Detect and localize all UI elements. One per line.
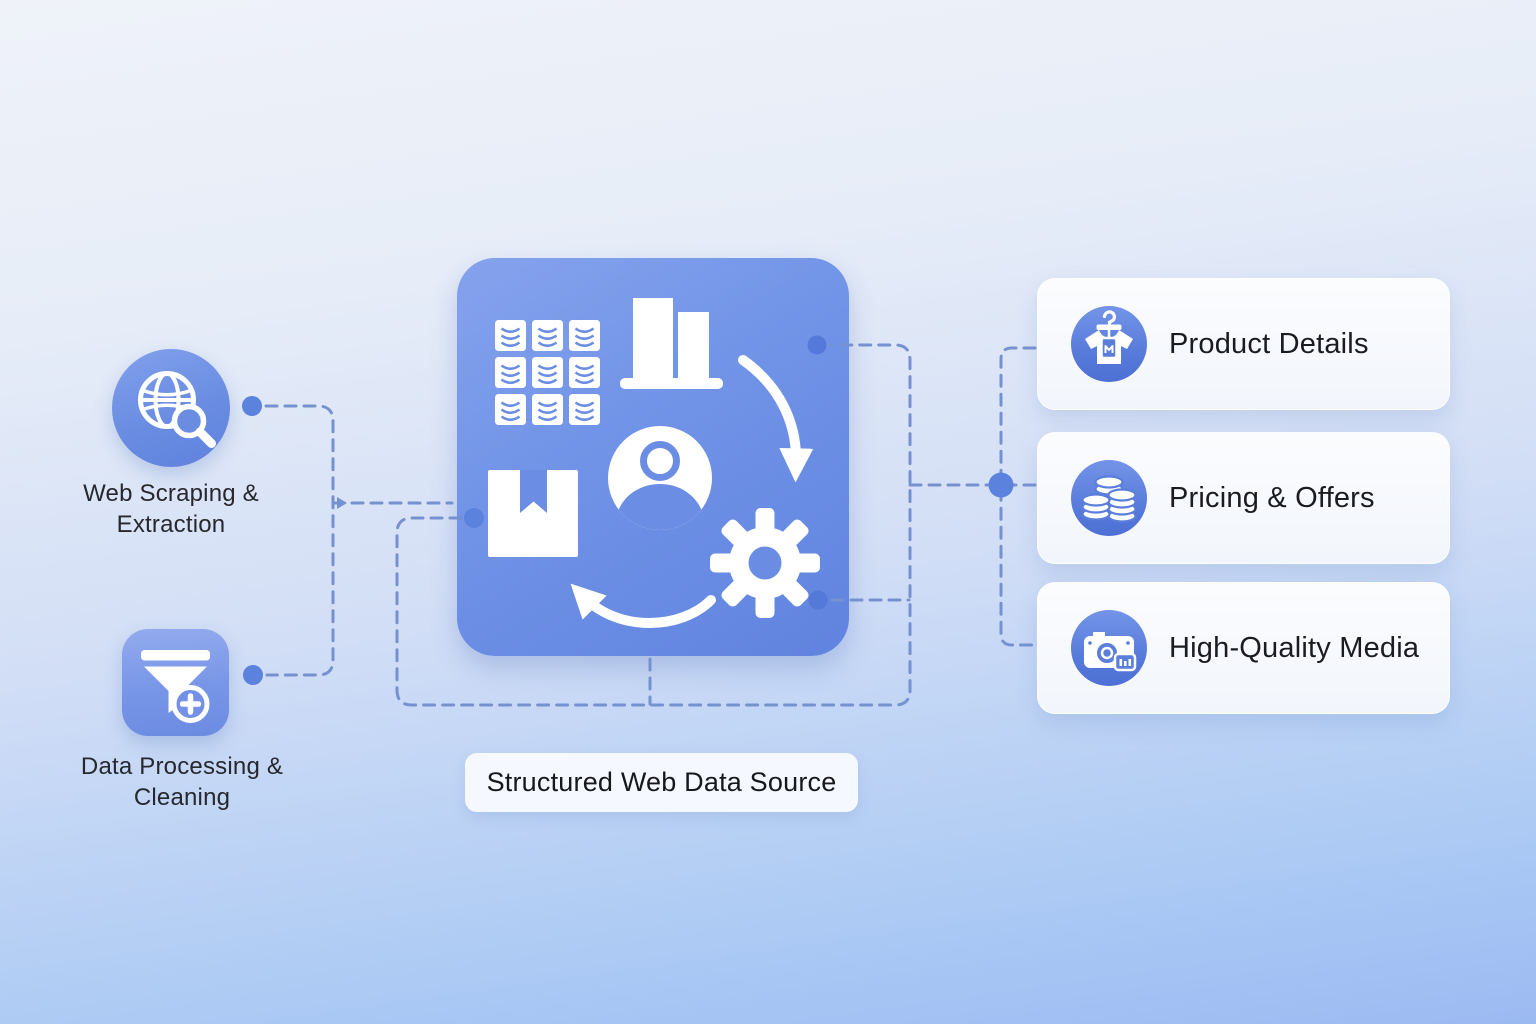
gear-glyph: [710, 508, 820, 618]
package-glyph: [488, 470, 578, 557]
output-label: High-Quality Media: [1169, 631, 1420, 664]
connector-dot: [243, 665, 263, 685]
output-card-pricing-offers: Pricing & Offers: [1037, 432, 1450, 564]
user-glyph: [608, 426, 712, 530]
label-line: Cleaning: [133, 784, 231, 811]
output-label: Pricing & Offers: [1169, 481, 1375, 514]
output-card-product-details: Product Details: [1037, 278, 1450, 410]
globe-search-icon: [138, 371, 216, 448]
connector-dot: [242, 396, 262, 416]
camera-hq-icon: [1071, 610, 1147, 686]
bar-chart-glyph: [620, 298, 723, 389]
label-line: Web Scraping &: [83, 480, 259, 507]
hub-caption: Structured Web Data Source: [465, 753, 858, 812]
input-label-data-processing: Data Processing & Cleaning: [27, 751, 337, 813]
connector-inputs-trunk: [264, 404, 335, 677]
hub-caption-text: Structured Web Data Source: [486, 767, 837, 797]
connector-arrow-tick: [337, 497, 347, 509]
tshirt-tag-icon: [1071, 306, 1147, 382]
data-hub-icon: [488, 298, 820, 628]
label-line: Data Processing &: [80, 753, 284, 780]
label-line: Extraction: [116, 511, 226, 538]
output-card-high-quality-media: High-Quality Media: [1037, 582, 1450, 714]
connector-junction-dot: [988, 472, 1014, 498]
database-grid-glyph: [493, 318, 602, 427]
input-label-web-scraping: Web Scraping & Extraction: [36, 478, 306, 540]
output-label: Product Details: [1169, 327, 1369, 360]
input-node-data-processing: [122, 629, 229, 736]
input-node-web-scraping: [112, 349, 230, 467]
connector-outputs-branch: [999, 346, 1037, 647]
coins-icon: [1071, 460, 1147, 536]
hub-node: [457, 258, 849, 656]
funnel-plus-icon: [141, 650, 210, 723]
